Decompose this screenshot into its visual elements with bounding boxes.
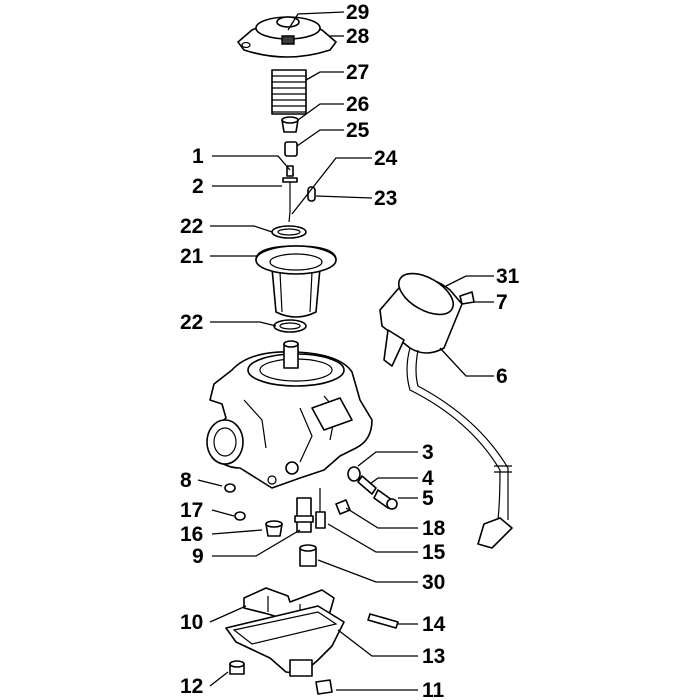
callout-10: 10 — [180, 611, 203, 634]
callout-labels: 29 28 27 26 25 1 24 2 23 22 21 31 7 22 6… — [180, 1, 520, 700]
callout-21: 21 — [180, 245, 204, 268]
leader-lines — [197, 11, 494, 691]
callout-14: 14 — [422, 613, 446, 636]
o-ring-lower — [273, 319, 307, 333]
callout-22-lower: 22 — [180, 311, 203, 334]
callout-7: 7 — [496, 291, 508, 314]
choke-screw — [459, 291, 475, 305]
callout-29: 29 — [346, 1, 369, 24]
needle-clip — [284, 141, 298, 157]
callout-9: 9 — [192, 545, 204, 568]
callout-12: 12 — [180, 675, 203, 698]
spring — [271, 69, 307, 115]
drain-screw — [229, 660, 245, 675]
bowl-screw — [315, 679, 333, 695]
jet-needle — [282, 165, 298, 223]
screw-8 — [224, 483, 236, 493]
electric-choke — [379, 272, 513, 549]
idle-screw-set — [335, 466, 398, 515]
callout-23: 23 — [374, 187, 397, 210]
screw-17 — [234, 511, 246, 521]
callout-25: 25 — [346, 119, 370, 142]
spring-seat — [281, 116, 299, 133]
o-ring-upper — [271, 225, 307, 239]
callout-2: 2 — [192, 175, 204, 198]
callout-18: 18 — [422, 517, 446, 540]
callout-3: 3 — [422, 441, 434, 464]
jet-16 — [265, 520, 283, 537]
callout-28: 28 — [346, 25, 370, 48]
callout-5: 5 — [422, 487, 434, 510]
callout-30: 30 — [422, 571, 445, 594]
float-pin — [367, 613, 399, 629]
top-cover — [237, 16, 337, 58]
emulsion-tube — [315, 488, 326, 529]
callout-6: 6 — [496, 365, 508, 388]
callout-16: 16 — [180, 523, 203, 546]
jet-holder — [299, 544, 317, 567]
callout-15: 15 — [422, 541, 446, 564]
carburetor-body — [206, 340, 373, 489]
callout-4: 4 — [422, 467, 434, 490]
callout-22-upper: 22 — [180, 215, 203, 238]
callout-31: 31 — [496, 265, 520, 288]
callout-11: 11 — [422, 679, 445, 700]
callout-24: 24 — [374, 147, 398, 170]
float-bowl — [225, 605, 345, 677]
callout-8: 8 — [180, 469, 192, 492]
callout-17: 17 — [180, 499, 203, 522]
main-jet — [294, 497, 314, 533]
callout-27: 27 — [346, 61, 369, 84]
callout-13: 13 — [422, 645, 445, 668]
callout-1: 1 — [192, 145, 204, 168]
callout-26: 26 — [346, 93, 369, 116]
slide-diaphragm — [255, 245, 337, 318]
